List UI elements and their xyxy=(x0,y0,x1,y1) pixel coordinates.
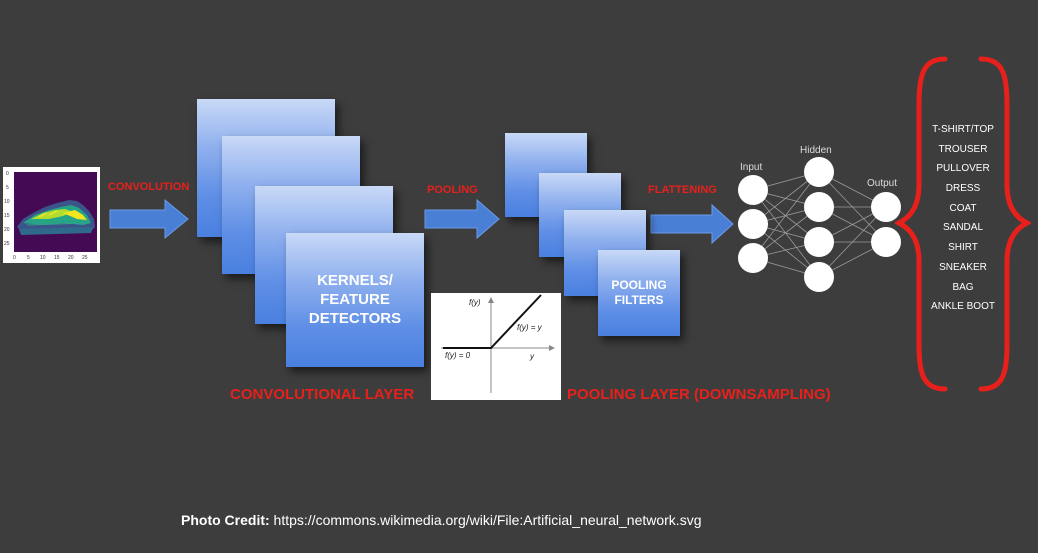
hidden-layer-label: Hidden xyxy=(800,145,832,156)
input-image: 0 5 10 15 20 25 0 5 10 15 20 25 xyxy=(3,167,100,263)
y-tick: 25 xyxy=(4,241,10,247)
photo-credit-url[interactable]: https://commons.wikimedia.org/wiki/File:… xyxy=(273,512,702,528)
class-item: BAG xyxy=(952,281,974,293)
input-image-plot: 0 5 10 15 20 25 0 5 10 15 20 25 xyxy=(4,171,97,261)
nn-connection xyxy=(752,171,820,259)
pooling-arrow xyxy=(424,198,500,240)
nn-connection xyxy=(818,206,887,278)
pooling-filters-line-2: FILTERS xyxy=(614,293,664,307)
pooling-filters-label: POOLING FILTERS xyxy=(598,278,680,308)
flattening-arrow xyxy=(650,203,734,245)
x-tick: 15 xyxy=(54,255,60,261)
pooled-map-4: POOLING FILTERS xyxy=(598,250,680,336)
x-tick: 20 xyxy=(68,255,74,261)
class-item: COAT xyxy=(949,202,977,214)
neural-network: Input Hidden Output xyxy=(738,145,901,292)
input-layer-label: Input xyxy=(740,162,762,173)
kernels-line-1: KERNELS/ xyxy=(317,272,393,289)
relu-fy-eq-0: f(y) = 0 xyxy=(445,351,471,360)
class-item: SHIRT xyxy=(948,242,978,254)
convolution-label: CONVOLUTION xyxy=(108,181,190,193)
class-item: DRESS xyxy=(945,183,981,195)
y-tick: 10 xyxy=(4,199,10,205)
photo-credit: Photo Credit: https://commons.wikimedia.… xyxy=(181,512,701,528)
relu-fy-eq-y: f(y) = y xyxy=(517,323,543,332)
convolutional-layer-label: CONVOLUTIONAL LAYER xyxy=(230,386,415,403)
photo-credit-label: Photo Credit: xyxy=(181,512,270,528)
output-layer-label: Output xyxy=(867,178,897,189)
nn-output-node xyxy=(871,192,901,222)
y-tick: 5 xyxy=(6,185,9,191)
pooling-label: POOLING xyxy=(427,184,478,196)
x-tick: 5 xyxy=(27,255,30,261)
class-item: T-SHIRT/TOP xyxy=(932,124,994,135)
y-tick: 0 xyxy=(6,171,9,177)
flattening-label: FLATTENING xyxy=(648,184,717,196)
pooling-layer-label: POOLING LAYER (DOWNSAMPLING) xyxy=(567,386,831,403)
nn-input-node xyxy=(738,243,768,273)
class-item: PULLOVER xyxy=(936,163,990,175)
class-list: T-SHIRT/TOP TROUSER PULLOVER DRESS COAT … xyxy=(920,120,1006,317)
nn-hidden-node xyxy=(804,262,834,292)
nn-hidden-node xyxy=(804,192,834,222)
y-tick: 20 xyxy=(4,227,10,233)
feature-map-4: KERNELS/ FEATURE DETECTORS xyxy=(286,233,424,367)
kernels-line-2: FEATURE xyxy=(320,291,390,308)
relu-graph: f(y) f(y) = y f(y) = 0 y xyxy=(431,293,561,400)
relu-y-label: y xyxy=(529,352,535,361)
class-item: SANDAL xyxy=(942,222,983,234)
class-item: ANKLE BOOT xyxy=(931,301,995,313)
x-tick: 0 xyxy=(13,255,16,261)
kernels-label: KERNELS/ FEATURE DETECTORS xyxy=(286,271,424,328)
x-tick: 25 xyxy=(82,255,88,261)
x-tick: 10 xyxy=(40,255,46,261)
pooling-filters-line-1: POOLING xyxy=(611,278,667,292)
nn-input-node xyxy=(738,175,768,205)
nn-input-node xyxy=(738,209,768,239)
class-item: SNEAKER xyxy=(939,261,987,273)
convolution-arrow xyxy=(109,198,189,240)
kernels-line-3: DETECTORS xyxy=(308,310,402,327)
class-brace xyxy=(895,56,1031,392)
nn-connection xyxy=(752,189,820,278)
y-tick: 15 xyxy=(4,213,10,219)
nn-hidden-node xyxy=(804,157,834,187)
class-item: TROUSER xyxy=(938,143,988,155)
nn-output-node xyxy=(871,227,901,257)
nn-hidden-node xyxy=(804,227,834,257)
relu-fy-label: f(y) xyxy=(469,298,481,307)
